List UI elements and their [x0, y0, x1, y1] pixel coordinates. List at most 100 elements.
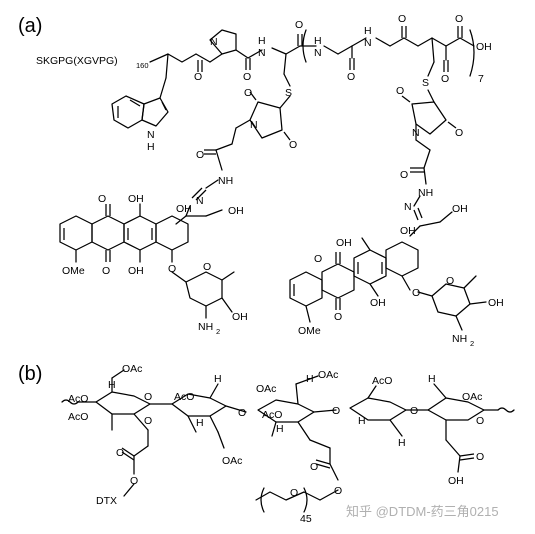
repeat-index-b: 45 — [300, 513, 312, 525]
atom-o-21: O — [446, 275, 454, 287]
doxorubicin-left — [59, 203, 235, 319]
atom-n-6: N — [412, 127, 420, 139]
atom-oh-11: OH — [488, 297, 504, 309]
atom-o-b2: O — [144, 415, 152, 427]
atom-oac-2: OAc — [256, 383, 276, 395]
atom-h-b5: H — [276, 423, 284, 435]
atom-o-5: O — [398, 13, 406, 25]
atom-o-2: O — [243, 71, 251, 83]
atom-aco-5: AcO — [372, 375, 392, 387]
atom-o-b4: O — [130, 475, 138, 487]
atom-h-b1: H — [108, 379, 116, 391]
atom-o-9: O — [289, 139, 297, 151]
peptide-backbone-left — [149, 29, 317, 87]
atom-h-b4: H — [306, 373, 314, 385]
atom-h-b2: H — [214, 373, 222, 385]
atom-aco-3: AcO — [174, 391, 194, 403]
atom-n-proline: N — [210, 36, 218, 48]
atom-o-b6: O — [332, 405, 340, 417]
atom-h-b7: H — [398, 437, 406, 449]
atom-oh-6: OH — [232, 311, 248, 323]
atom-oac-5: OAc — [462, 391, 482, 403]
dextran-backbone — [61, 369, 515, 513]
atom-o-b9: O — [410, 405, 418, 417]
atom-nh2-2: NH — [452, 333, 467, 345]
indole-ring — [111, 53, 169, 129]
atom-ome-1: OMe — [62, 265, 85, 277]
atom-h-b8: H — [428, 373, 436, 385]
atom-oh-2: OH — [128, 193, 144, 205]
atom-n-3: N — [314, 47, 322, 59]
atom-aco-1: AcO — [68, 393, 88, 405]
atom-oac-1: OAc — [122, 363, 142, 375]
atom-s-1: S — [285, 87, 292, 99]
atom-o-peg: O — [290, 487, 298, 499]
atom-oh-7: OH — [452, 203, 468, 215]
atom-o-16: O — [455, 127, 463, 139]
panel-label-b: (b) — [18, 363, 42, 385]
polymer-subscript: 160 — [136, 61, 149, 70]
panel-label-a: (a) — [18, 15, 42, 37]
atom-oh-b1: OH — [448, 475, 464, 487]
atom-h-b3: H — [196, 417, 204, 429]
atom-o-3: O — [295, 19, 303, 31]
atom-s-2: S — [422, 77, 429, 89]
atom-oh-4: OH — [228, 205, 244, 217]
atom-dtx: DTX — [96, 495, 117, 507]
atom-o-b5: O — [238, 407, 246, 419]
atom-h-b6: H — [358, 415, 366, 427]
watermark-text: 知乎 @DTDM-药三角0215 — [346, 504, 499, 519]
atom-o-12: O — [102, 265, 110, 277]
atom-nh2-1-sub: 2 — [216, 327, 220, 336]
atom-o-8: O — [244, 87, 252, 99]
atom-h-3: H — [314, 35, 322, 47]
atom-oh-10: OH — [370, 297, 386, 309]
atom-oh-1: OH — [476, 41, 492, 53]
succinimide-left — [191, 91, 291, 201]
atom-aco-2: AcO — [68, 411, 88, 423]
atom-o-b7: O — [310, 461, 318, 473]
atom-o-b3: O — [116, 447, 124, 459]
atom-nh-2: NH — [418, 187, 433, 199]
atom-oh-5: OH — [128, 265, 144, 277]
atom-n-7: N — [404, 201, 412, 213]
atom-h-1: H — [258, 35, 266, 47]
atom-nh2-1: NH — [198, 321, 213, 333]
atom-n-4: N — [250, 119, 258, 131]
atom-nh2-2-sub: 2 — [470, 339, 474, 348]
atom-h-2: H — [364, 25, 372, 37]
peptide-backbone-right — [323, 26, 475, 77]
atom-o-b11: O — [476, 451, 484, 463]
atom-o-15: O — [396, 85, 404, 97]
atom-n-indole: N — [147, 129, 155, 141]
atom-h-indole: H — [147, 141, 155, 153]
atom-n-2: N — [364, 37, 372, 49]
atom-o-b10: O — [476, 415, 484, 427]
atom-oh-8: OH — [336, 237, 352, 249]
atom-nh-1: NH — [218, 175, 233, 187]
atom-o-6: O — [455, 13, 463, 25]
doxorubicin-right — [289, 211, 487, 331]
atom-n-1: N — [258, 47, 266, 59]
atom-aco-4: AcO — [262, 409, 282, 421]
atom-o-17: O — [400, 169, 408, 181]
atom-o-11: O — [98, 193, 106, 205]
atom-oh-3: OH — [176, 203, 192, 215]
succinimide-right — [401, 89, 457, 221]
atom-o-19: O — [334, 311, 342, 323]
atom-oh-9: OH — [400, 225, 416, 237]
atom-oac-4: OAc — [318, 369, 338, 381]
atom-oac-3: OAc — [222, 455, 242, 467]
atom-o-b1: O — [144, 391, 152, 403]
atom-o-14: O — [203, 261, 211, 273]
atom-o-20: O — [412, 287, 420, 299]
atom-o-b8: O — [334, 485, 342, 497]
atom-o-7: O — [441, 73, 449, 85]
atom-o-4: O — [347, 71, 355, 83]
atom-o-18: O — [314, 253, 322, 265]
atom-o-1: O — [194, 71, 202, 83]
atom-o-13: O — [168, 263, 176, 275]
atom-ome-2: OMe — [298, 325, 321, 337]
atom-n-5: N — [196, 195, 204, 207]
